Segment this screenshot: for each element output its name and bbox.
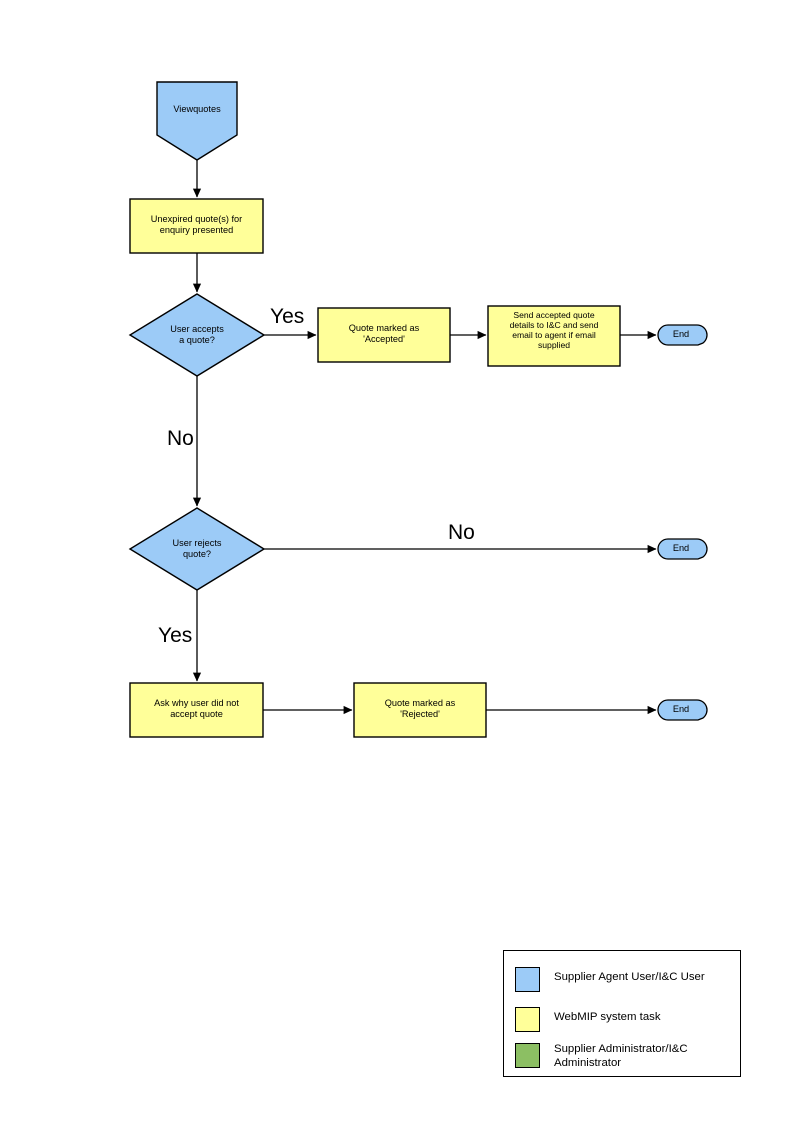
legend-item-supplier-administrator: Supplier Administrator/I&C Administrator [515,1043,729,1071]
node-start-viewquotes[interactable] [156,81,238,161]
node-end-1-label: End [672,329,690,339]
legend-item-webmip-system-task: WebMIP system task [515,1007,729,1032]
edge-label-no-rejects: No [448,521,475,544]
node-decision-user-rejects[interactable] [128,507,266,591]
legend-box: Supplier Agent User/I&C User WebMIP syst… [503,950,741,1077]
node-send-accepted-details[interactable] [487,305,621,367]
node-unexpired-quotes[interactable] [129,198,264,254]
legend-item-supplier-agent-user: Supplier Agent User/I&C User [515,967,729,992]
legend-swatch-green [515,1043,540,1068]
legend-label-supplier-administrator: Supplier Administrator/I&C Administrator [554,1043,688,1069]
legend-label-webmip-system-task: WebMIP system task [554,1011,661,1023]
node-end-3[interactable] [657,699,708,721]
legend-swatch-yellow [515,1007,540,1032]
legend-label-supplier-agent-user: Supplier Agent User/I&C User [554,971,705,983]
edge-label-no-accepts: No [167,427,194,450]
node-ask-why-not-accepted[interactable] [129,682,264,738]
connectors [192,160,657,715]
legend-swatch-blue [515,967,540,992]
node-decision-user-accepts[interactable] [128,293,266,377]
node-quote-marked-accepted[interactable] [317,307,451,363]
node-end-2[interactable] [657,538,708,560]
node-end-1[interactable] [657,324,708,346]
node-end-2-label: End [672,543,690,553]
node-end-3-label: End [672,704,690,714]
edge-label-yes-accepts: Yes [270,305,305,328]
node-quote-marked-rejected[interactable] [353,682,487,738]
edge-label-yes-rejects: Yes [158,624,193,647]
